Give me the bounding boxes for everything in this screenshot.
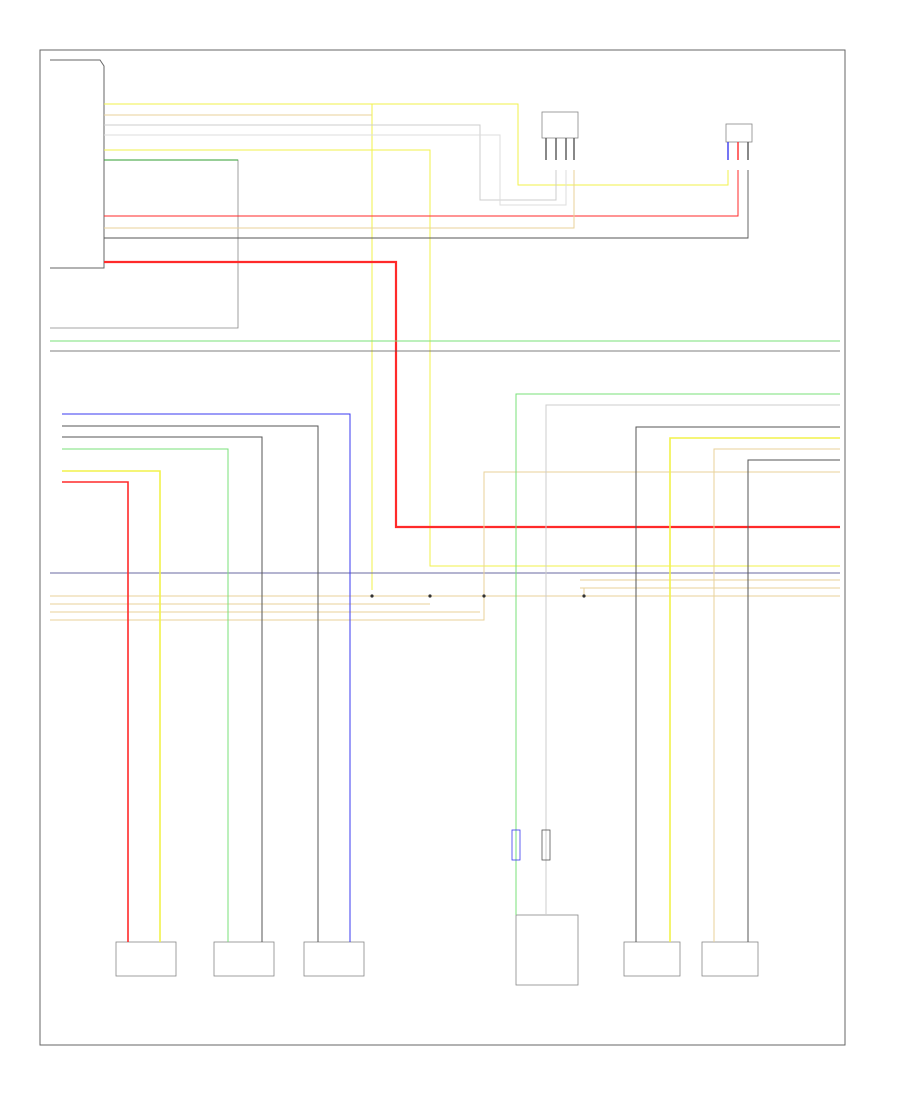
through-wires bbox=[50, 340, 840, 621]
right-component-wires bbox=[515, 393, 840, 900]
module-box bbox=[50, 59, 239, 329]
center-module bbox=[511, 820, 579, 986]
connector-top-left bbox=[541, 111, 579, 160]
splice-points bbox=[370, 594, 586, 598]
component-5 bbox=[701, 900, 759, 977]
component-1 bbox=[115, 900, 177, 977]
component-4 bbox=[623, 900, 681, 977]
connector-top-right bbox=[725, 123, 753, 160]
component-3 bbox=[303, 900, 365, 977]
module-wires bbox=[104, 103, 840, 590]
component-2 bbox=[213, 900, 275, 977]
diagram-frame bbox=[39, 49, 846, 1046]
left-component-wires bbox=[62, 413, 351, 900]
